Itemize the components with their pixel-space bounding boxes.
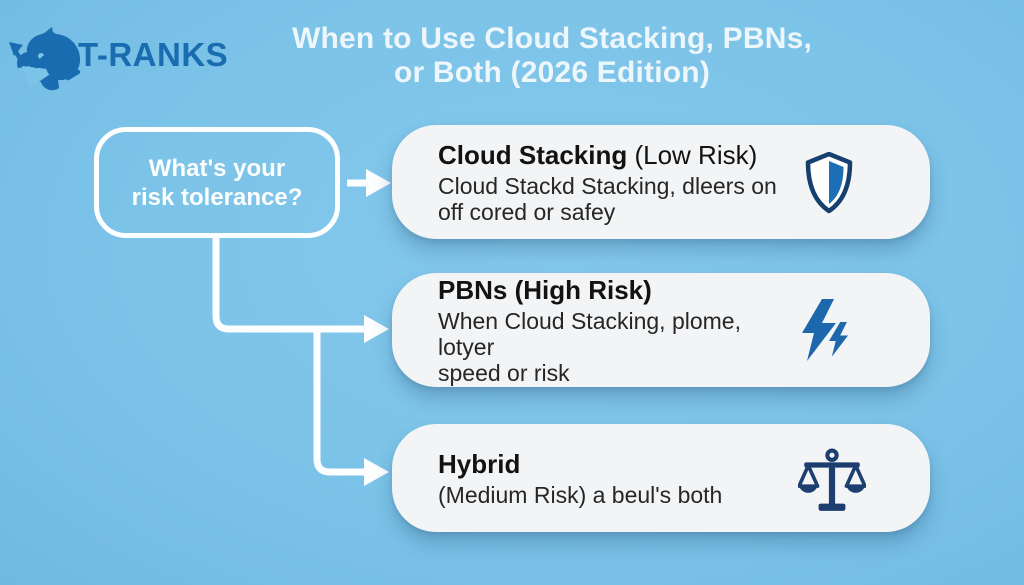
arrowhead-bottom-icon xyxy=(364,458,389,486)
card-title-bold: Cloud Stacking xyxy=(438,139,628,170)
title-line-2: or Both (2026 Edition) xyxy=(393,56,711,89)
question-line-1: What's your xyxy=(148,154,286,182)
card-title: PBNs (High Risk) xyxy=(438,275,790,305)
card-body-line-2: off cored or safey xyxy=(438,198,616,225)
shark-trend-icon xyxy=(9,27,81,91)
title-line-1: When to Use Cloud Stacking, PBNs, xyxy=(292,22,812,55)
card-title: Cloud Stacking (Low Risk) xyxy=(438,140,790,170)
card-body-line-1: When Cloud Stacking, plome, lotyer xyxy=(438,307,741,360)
card-body: Cloud Stackd Stacking, dleers on off cor… xyxy=(438,173,790,225)
card-body: When Cloud Stacking, plome, lotyer speed… xyxy=(438,308,790,386)
brand-name: T-RANKS xyxy=(78,36,229,73)
connector-middle xyxy=(212,238,366,333)
card-body: (Medium Risk) a beul's both xyxy=(438,482,790,508)
card-title-light: (Low Risk) xyxy=(627,139,758,170)
arrowhead-middle-icon xyxy=(364,315,389,343)
card-title-bold: Hybrid xyxy=(438,448,521,479)
t-ranks-logo: T-RANKS xyxy=(8,26,238,96)
card-title-bold: PBNs (High Risk) xyxy=(438,274,652,305)
balance-scales-icon xyxy=(798,448,866,511)
arrowhead-top-icon xyxy=(366,169,391,197)
card-cloud-stacking: Cloud Stacking (Low Risk) Cloud Stackd S… xyxy=(392,125,930,239)
connector-bottom xyxy=(313,329,366,476)
card-body-line-1: Cloud Stackd Stacking, dleers on xyxy=(438,172,777,199)
shield-icon xyxy=(805,152,853,214)
page-title: When to Use Cloud Stacking, PBNs, or Bot… xyxy=(242,22,862,90)
card-body-line-2: speed or risk xyxy=(438,359,570,386)
question-node: What's your risk tolerance? xyxy=(94,127,340,238)
card-body-line-1: (Medium Risk) a beul's both xyxy=(438,481,723,508)
card-pbns: PBNs (High Risk) When Cloud Stacking, pl… xyxy=(392,273,930,387)
card-title: Hybrid xyxy=(438,449,790,479)
lightning-bolts-icon xyxy=(802,299,849,361)
question-line-2: risk tolerance? xyxy=(131,183,303,211)
card-hybrid: Hybrid (Medium Risk) a beul's both xyxy=(392,424,930,532)
